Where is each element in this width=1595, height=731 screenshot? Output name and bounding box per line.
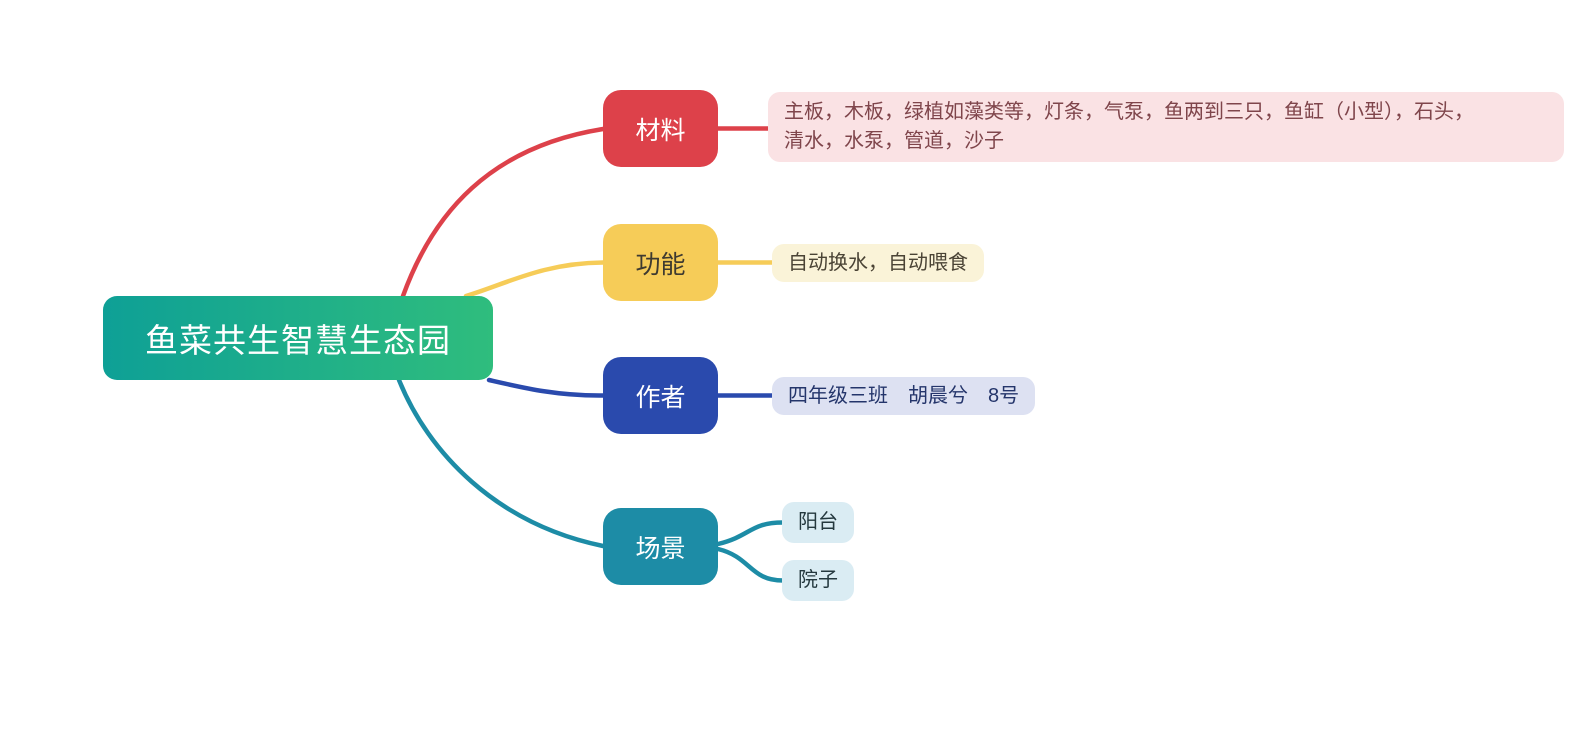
connector-root-materials — [400, 126, 606, 299]
connector-scenes-balcony — [715, 520, 786, 547]
note-scene-yard-text: 院子 — [798, 569, 838, 591]
note-materials-line-2: 清水，水泵，管道，沙子 — [784, 130, 1004, 152]
branch-node-materials[interactable]: 材料 — [603, 90, 718, 167]
note-functions[interactable]: 自动换水，自动喂食 — [772, 244, 984, 282]
branch-node-label: 作者 — [635, 383, 686, 412]
branch-node-functions[interactable]: 功能 — [603, 224, 718, 301]
note-functions-text: 自动换水，自动喂食 — [788, 252, 968, 274]
branch-node-label: 场景 — [635, 534, 686, 563]
branch-node-author[interactable]: 作者 — [603, 357, 718, 434]
connector-root-functions — [463, 260, 606, 299]
note-scene-yard[interactable]: 院子 — [782, 560, 854, 601]
connector-scenes-yard — [715, 546, 786, 583]
root-node-label: 鱼菜共生智慧生态园 — [145, 322, 451, 359]
note-materials-line-1: 主板，木板，绿植如藻类等，灯条，气泵，鱼两到三只，鱼缸（小型），石头， — [784, 101, 1474, 123]
note-author[interactable]: 四年级三班 胡晨兮 8号 — [772, 377, 1036, 415]
note-scene-balcony[interactable]: 阳台 — [782, 502, 854, 543]
root-node[interactable]: 鱼菜共生智慧生态园 — [103, 296, 493, 380]
note-author-text: 四年级三班 胡晨兮 8号 — [788, 385, 1020, 407]
note-materials[interactable]: 主板，木板，绿植如藻类等，灯条，气泵，鱼两到三只，鱼缸（小型），石头， 清水，水… — [768, 92, 1564, 162]
note-scene-balcony-text: 阳台 — [798, 511, 838, 533]
branch-node-label: 材料 — [635, 116, 686, 145]
connector-root-author — [486, 377, 606, 398]
connector-root-scenes — [396, 377, 606, 549]
branch-node-label: 功能 — [635, 250, 686, 279]
branch-node-scenes[interactable]: 场景 — [603, 508, 718, 585]
